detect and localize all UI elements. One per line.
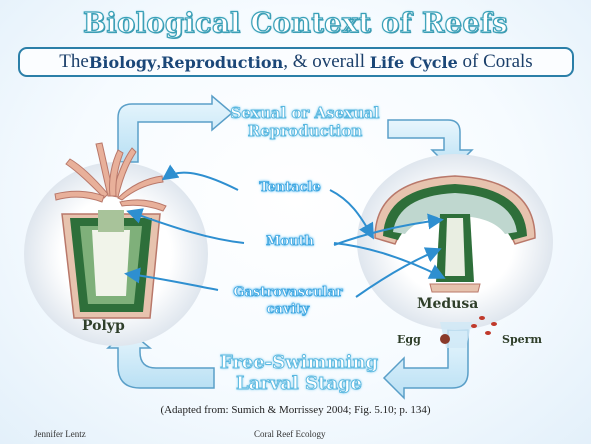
footer-course: Coral Reef Ecology xyxy=(254,429,325,439)
larval-stage-line1: Free-Swimming xyxy=(204,352,394,373)
larval-stage-line2: Larval Stage xyxy=(204,373,394,394)
sexual-reproduction-label: Sexual or Asexual Reproduction xyxy=(212,104,398,140)
gastrovascular-label: Gastrovascular cavity xyxy=(218,284,358,318)
egg-label: Egg xyxy=(397,333,421,346)
medusa-label: Medusa xyxy=(417,296,478,312)
source-caption: (Adapted from: Sumich & Morrissey 2004; … xyxy=(0,404,591,416)
tentacle-label: Tentacle xyxy=(250,180,330,195)
egg-icon xyxy=(440,334,450,344)
gastrovascular-line1: Gastrovascular xyxy=(218,284,358,301)
sperm-label: Sperm xyxy=(502,333,542,346)
polyp-label: Polyp xyxy=(82,318,125,334)
larval-stage-label: Free-Swimming Larval Stage xyxy=(204,352,394,394)
sexual-reproduction-line1: Sexual or Asexual xyxy=(212,104,398,122)
footer-author: Jennifer Lentz xyxy=(34,429,86,439)
sexual-reproduction-line2: Reproduction xyxy=(212,122,398,140)
mouth-label: Mouth xyxy=(246,234,334,249)
gastrovascular-line2: cavity xyxy=(218,301,358,318)
